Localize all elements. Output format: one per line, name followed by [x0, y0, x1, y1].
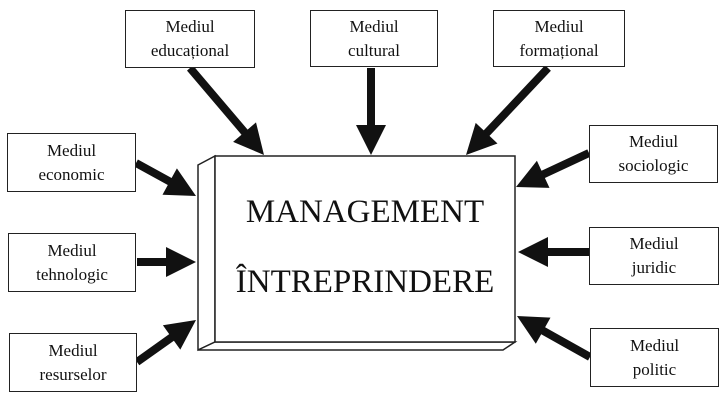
box-label-line1: Mediul [165, 17, 215, 36]
arrow-juridic-to-center [518, 237, 589, 267]
central-title-line2: ÎNTREPRINDERE [235, 264, 495, 300]
box-label-line1: Mediul [628, 132, 679, 151]
central-title-line1: MANAGEMENT [245, 194, 485, 230]
central-box-side [197, 154, 216, 352]
central-box [197, 154, 518, 352]
box-mediul-cultural: Mediul cultural [310, 10, 438, 67]
box-mediul-formational: Mediul formațional [493, 10, 625, 67]
box-label-line2: juridic [631, 258, 677, 277]
central-box-face [214, 155, 516, 343]
box-label-line2: sociologic [618, 156, 689, 175]
box-mediul-resurselor: Mediul resurselor [9, 333, 137, 392]
arrow-resurselor-to-center [134, 320, 196, 366]
box-label-line1: Mediul [46, 140, 97, 160]
arrow-formational-to-center [466, 65, 551, 155]
arrow-tehnologic-to-center [137, 247, 196, 277]
box-label-line2: tehnologic [36, 264, 108, 284]
box-label-line2: politic [632, 359, 677, 379]
box-label-line1: Mediul [48, 340, 98, 360]
box-mediul-sociologic: Mediul sociologic [589, 125, 718, 183]
arrow-sociologic-to-center [516, 149, 591, 188]
box-label-line2: cultural [348, 40, 400, 60]
box-label-line2: educațional [150, 41, 230, 60]
box-label-line1: Mediul [349, 16, 399, 36]
arrow-cultural-to-center [356, 68, 386, 155]
box-mediul-economic: Mediul economic [7, 133, 136, 192]
arrow-economic-to-center [134, 159, 196, 196]
arrow-politic-to-center [517, 316, 592, 361]
box-mediul-politic: Mediul politic [590, 328, 719, 387]
box-mediul-tehnologic: Mediul tehnologic [8, 233, 136, 292]
box-label-line1: Mediul [629, 335, 680, 355]
arrow-educational-to-center [187, 65, 264, 155]
box-label-line1: Mediul [534, 16, 584, 36]
box-label-line2: economic [38, 164, 105, 184]
box-label-line2: resurselor [39, 364, 107, 384]
box-label-line2: formațional [519, 40, 599, 60]
box-mediul-educational: Mediul educațional [125, 10, 255, 68]
central-box-bottom [197, 341, 518, 351]
box-label-line1: Mediul [47, 240, 97, 260]
box-label-line1: Mediul [629, 234, 679, 253]
box-mediul-juridic: Mediul juridic [589, 227, 719, 285]
